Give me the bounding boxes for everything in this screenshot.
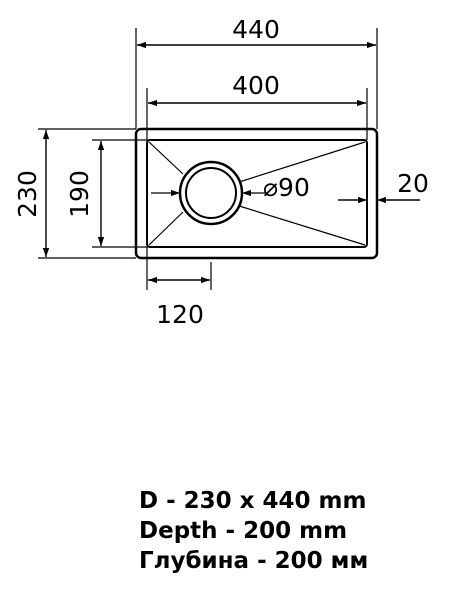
bowl-slope-lines <box>148 141 366 246</box>
spec-depth: Depth - 200 mm <box>139 518 348 544</box>
spec-size: D - 230 x 440 mm <box>139 488 367 514</box>
outer-height-label: 230 <box>13 170 42 218</box>
specifications-list: D - 230 x 440 mm Depth - 200 mm Глубина … <box>139 486 368 576</box>
edge-offset-label: 20 <box>397 169 429 198</box>
spec-depth-ru: Глубина - 200 мм <box>139 548 369 574</box>
drain-diameter-label: ⌀90 <box>263 173 310 202</box>
sink-outer-edge <box>134 127 379 260</box>
drain-inner-ring <box>185 167 237 219</box>
drain-offset-label: 120 <box>156 300 204 329</box>
inner-width-label: 400 <box>232 71 280 100</box>
inner-height-label: 190 <box>65 170 94 218</box>
outer-width-label: 440 <box>232 15 280 44</box>
sink-bowl-edge <box>146 139 368 248</box>
